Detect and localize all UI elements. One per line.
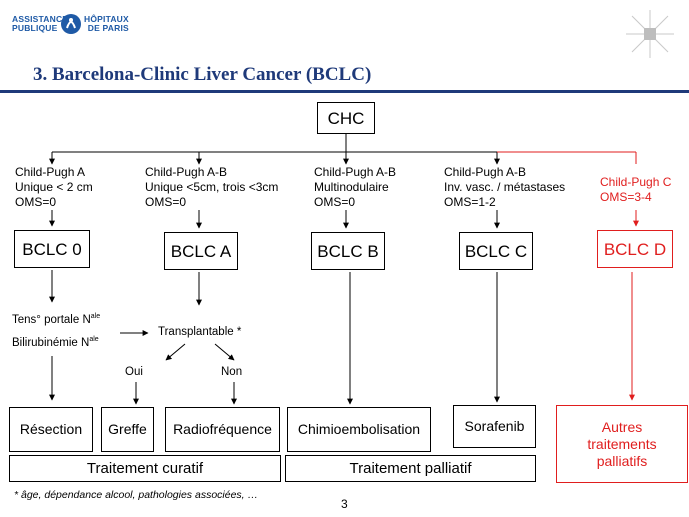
criteria-line: OMS=3-4 <box>600 190 652 204</box>
stage-bclc-0: BCLC 0 <box>14 230 90 268</box>
criteria-line: Child-Pugh A <box>15 165 86 179</box>
footnote: * âge, dépendance alcool, pathologies as… <box>14 489 259 501</box>
page-title: 3. Barcelona-Clinic Liver Cancer (BCLC) <box>33 64 372 85</box>
condition-text: Bilirubinémie N <box>12 336 90 349</box>
criteria-line: Inv. vasc. / métastases <box>444 180 566 194</box>
answer-oui: Oui <box>125 366 143 378</box>
condition-transplantable: Transplantable * <box>158 326 242 338</box>
condition-tension-portale: Tens° portale Nale <box>12 313 100 326</box>
stage-bclc-d: BCLC D <box>597 230 673 268</box>
decorative-star-icon <box>626 10 674 58</box>
criteria-bclc-d: Child-Pugh C OMS=3-4 <box>600 175 671 205</box>
answer-non: Non <box>221 366 243 378</box>
logo-line: DE PARIS <box>87 23 129 33</box>
condition-sup: ale <box>90 313 101 320</box>
stage-bclc-c: BCLC C <box>459 232 533 270</box>
logo-line: ASSISTANCE <box>12 14 69 24</box>
criteria-line: Child-Pugh C <box>600 175 672 189</box>
treatment-chimioembolisation: Chimioembolisation <box>287 407 431 452</box>
group-traitement-palliatif: Traitement palliatif <box>285 455 536 482</box>
treatment-greffe: Greffe <box>101 407 154 452</box>
title-rule <box>0 90 689 93</box>
logo-line: PUBLIQUE <box>12 23 58 33</box>
criteria-line: Unique <5cm, trois <3cm <box>145 180 279 194</box>
criteria-line: OMS=1-2 <box>444 195 496 209</box>
logo-text-right: HÔPITAUX DE PARIS <box>84 15 129 33</box>
criteria-line: Child-Pugh A-B <box>314 165 397 179</box>
group-traitement-curatif: Traitement curatif <box>9 455 281 482</box>
criteria-line: OMS=0 <box>145 195 187 209</box>
criteria-line: OMS=0 <box>15 195 57 209</box>
criteria-line: OMS=0 <box>314 195 356 209</box>
logo-line: HÔPITAUX <box>84 14 129 24</box>
treatment-radiofrequence: Radiofréquence <box>165 407 280 452</box>
logo-emblem-icon <box>61 14 81 34</box>
treatment-autres-palliatifs: Autres traitements palliatifs <box>556 405 688 483</box>
condition-text: Tens° portale N <box>12 313 91 326</box>
criteria-bclc-c: Child-Pugh A-B Inv. vasc. / métastases O… <box>444 165 565 210</box>
stage-bclc-a: BCLC A <box>164 232 238 270</box>
criteria-line: Child-Pugh A-B <box>444 165 527 179</box>
treatment-resection: Résection <box>9 407 93 452</box>
page-number: 3 <box>341 497 348 511</box>
criteria-line: Multinodulaire <box>314 180 389 194</box>
treatment-sorafenib: Sorafenib <box>453 405 536 448</box>
condition-sup: ale <box>89 336 99 343</box>
aphp-logo: ASSISTANCE PUBLIQUE HÔPITAUX DE PARIS <box>12 12 137 38</box>
logo-text-left: ASSISTANCE PUBLIQUE <box>12 15 68 33</box>
root-node-chc: CHC <box>317 102 375 134</box>
criteria-bclc-a: Child-Pugh A-B Unique <5cm, trois <3cm O… <box>145 165 278 210</box>
stage-bclc-b: BCLC B <box>311 232 385 270</box>
criteria-line: Child-Pugh A-B <box>145 165 228 179</box>
criteria-line: Unique < 2 cm <box>15 180 93 194</box>
condition-bilirubinemie: Bilirubinémie Nale <box>12 336 99 349</box>
criteria-bclc-b: Child-Pugh A-B Multinodulaire OMS=0 <box>314 165 396 210</box>
criteria-bclc-0: Child-Pugh A Unique < 2 cm OMS=0 <box>15 165 93 210</box>
